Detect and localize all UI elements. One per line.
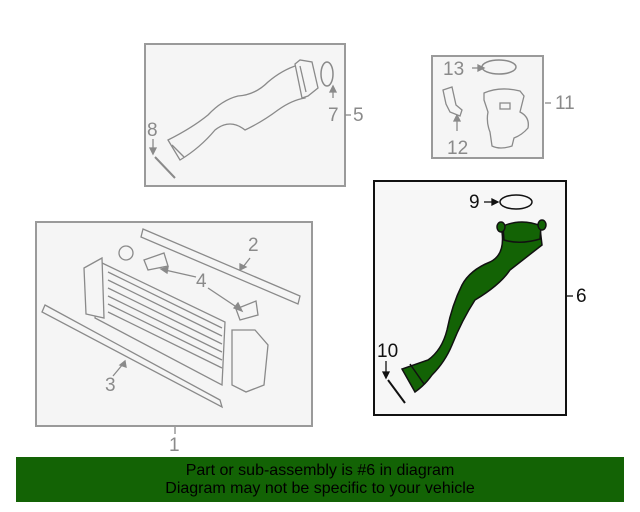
callout-10[interactable]: 10 [377,341,399,362]
bracket-part-2 [140,228,301,305]
callout-5[interactable]: 5 [353,105,364,126]
callout-1[interactable]: 1 [169,435,180,456]
callout-13[interactable]: 13 [443,59,465,80]
adapter-part-12 [442,86,463,117]
callout-8[interactable]: 8 [147,120,158,141]
callout-7[interactable]: 7 [328,105,339,126]
callout-12[interactable]: 12 [447,138,469,159]
o-ring-9 [499,194,533,210]
info-banner: Part or sub-assembly is #6 in diagram Di… [16,457,624,502]
callout-11[interactable]: 11 [555,93,575,114]
o-ring-13 [481,59,517,75]
seal-part-3 [41,304,224,409]
hose-part-6 [400,219,547,394]
housing-part-11 [483,88,529,149]
brackets-part-4 [143,252,259,321]
callout-6[interactable]: 6 [576,286,587,307]
banner-line-2: Diagram may not be specific to your vehi… [165,479,475,497]
callout-4[interactable]: 4 [196,271,207,292]
callout-9[interactable]: 9 [469,192,480,213]
hose-part-5 [167,59,319,161]
banner-line-1: Part or sub-assembly is #6 in diagram [185,461,455,479]
callout-3[interactable]: 3 [105,375,116,396]
callout-2[interactable]: 2 [248,235,259,256]
intercooler-part-1 [83,245,269,393]
o-ring-7 [320,61,334,87]
